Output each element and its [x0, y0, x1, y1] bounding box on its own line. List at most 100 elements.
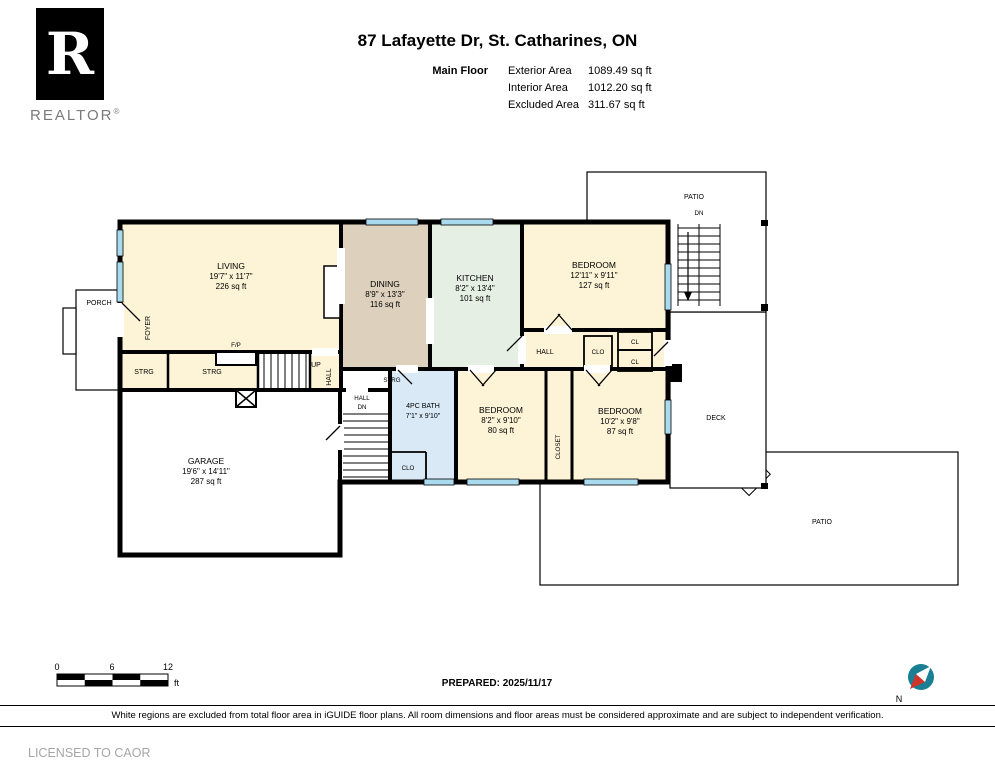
label-patio-bottom: PATIO [812, 519, 833, 526]
railing-posts [761, 220, 768, 489]
window [116, 229, 124, 257]
label-closet-vertical: CLOSET [555, 434, 562, 459]
registered-mark: ® [113, 107, 120, 116]
door-leaves [121, 302, 669, 441]
label-living-dims: 19'7" x 11'7" [209, 272, 252, 281]
label-cl-lower: CL [631, 359, 639, 366]
door-openings [116, 248, 672, 450]
label-bedroom-top-area: 127 sq ft [579, 281, 610, 290]
label-hall-vertical: HALL [326, 368, 333, 386]
disclaimer-bar: White regions are excluded from total fl… [0, 705, 995, 727]
label-strg-left: STRG [134, 369, 153, 376]
room-garage-fill [120, 390, 340, 555]
label-strg-small: STRG [383, 377, 400, 384]
label-bedroom-top-dims: 12'11" x 9'11" [570, 271, 617, 280]
scale-12: 12 [163, 662, 173, 672]
stairs-up-fill [258, 352, 310, 390]
room-dining-fill [341, 222, 430, 369]
room-bedroom-top-fill [522, 222, 668, 330]
label-dining-dims: 8'9" x 13'3" [365, 290, 405, 299]
window [116, 261, 124, 303]
hall-strip-fill [310, 352, 341, 390]
label-bedroom-mid-area: 80 sq ft [488, 426, 515, 435]
down-arrow-icon [684, 292, 692, 301]
stat-excluded-value: 311.67 sq ft [588, 99, 645, 111]
stat-excluded-label: Excluded Area [508, 99, 579, 111]
stairs-up [263, 354, 307, 388]
label-clo-bath: CLO [402, 465, 415, 472]
scale-6: 6 [109, 662, 114, 672]
bedroom-top-door-leaf [545, 313, 561, 331]
floor-name: Main Floor [432, 65, 488, 77]
exterior-walls [117, 219, 671, 558]
label-clo-top: CLO [592, 349, 605, 356]
fireplace [215, 351, 257, 366]
label-hall-lower: HALL [354, 395, 370, 402]
label-bath-dims: 7'1" x 9'10" [406, 413, 441, 420]
window [440, 218, 494, 226]
porch-area [75, 289, 123, 391]
label-kitchen-dims: 8'2" x 13'4" [455, 284, 495, 293]
window [583, 478, 639, 486]
label-hall-top: HALL [536, 349, 554, 356]
stat-exterior-value: 1089.49 sq ft [588, 65, 652, 77]
stat-interior-value: 1012.20 sq ft [588, 82, 652, 94]
closet-cl-lower [617, 349, 653, 372]
closet-clo-bath [392, 451, 427, 481]
garage-door-leaf [325, 425, 341, 441]
patio-stairs [677, 224, 721, 306]
scale-bar: 0 6 12 ft [54, 662, 179, 688]
label-bedroom-right-name: BEDROOM [598, 406, 642, 416]
window [466, 478, 520, 486]
chimney [235, 389, 257, 408]
realtor-logo-icon: R [36, 8, 104, 100]
label-bedroom-mid-name: BEDROOM [479, 405, 523, 415]
kitchen-hall-door-leaf [506, 335, 523, 352]
realtor-logo-r: R [45, 20, 95, 88]
label-dining-area: 116 sq ft [370, 300, 401, 309]
stat-interior-label: Interior Area [508, 82, 568, 94]
closet-outlines [392, 331, 653, 481]
bedroom-right-door-leaf [585, 369, 601, 387]
deck-area [669, 311, 767, 489]
closet-strip-fill [546, 369, 572, 482]
label-bedroom-top-name: BEDROOM [572, 260, 616, 270]
room-kitchen-fill [430, 222, 522, 369]
deck-pier [666, 364, 682, 382]
label-cl-upper: CL [631, 339, 639, 346]
front-door-leaf [121, 302, 141, 322]
stat-exterior-label: Exterior Area [508, 65, 572, 77]
bath-door-leaf [397, 369, 413, 385]
prepared-date: PREPARED: 2025/11/17 [442, 678, 553, 689]
window [365, 218, 419, 226]
scale-unit: ft [174, 678, 180, 688]
stat-excluded: Excluded Area 311.67 sq ft [508, 99, 652, 116]
label-deck: DECK [706, 415, 726, 422]
compass-n-label: N [896, 694, 903, 704]
licensed-to: LICENSED TO CAOR [28, 746, 151, 760]
label-kitchen-area: 101 sq ft [460, 294, 491, 303]
label-patio-top-dn: DN [695, 210, 704, 217]
room-bedroom-mid-fill [456, 369, 546, 482]
bedroom-mid-door-leaf2 [481, 369, 497, 387]
deck-door-leaf [653, 341, 669, 357]
stat-interior: Interior Area 1012.20 sq ft [508, 82, 652, 99]
compass-icon: N [896, 664, 934, 704]
room-fills [120, 222, 668, 555]
label-strg-mid: STRG [202, 369, 221, 376]
realtor-wordmark-text: REALTOR [30, 107, 114, 124]
bedroom-right-door-leaf2 [597, 369, 613, 387]
bedroom-top-door-leaf2 [557, 313, 573, 331]
label-garage-area: 287 sq ft [191, 477, 222, 486]
label-porch: PORCH [86, 300, 111, 307]
label-garage-dims: 19'6" x 14'11" [182, 467, 230, 476]
label-living-area: 226 sq ft [216, 282, 247, 291]
stairs-down-hall-fill [341, 369, 390, 482]
page-title: 87 Lafayette Dr, St. Catharines, ON [357, 31, 638, 50]
realtor-wordmark: REALTOR® [30, 107, 119, 124]
stat-exterior: Exterior Area 1089.49 sq ft [508, 65, 652, 82]
label-dining-name: DINING [370, 279, 400, 289]
label-up: UP [311, 362, 321, 369]
bedroom-mid-door-leaf [469, 369, 485, 387]
